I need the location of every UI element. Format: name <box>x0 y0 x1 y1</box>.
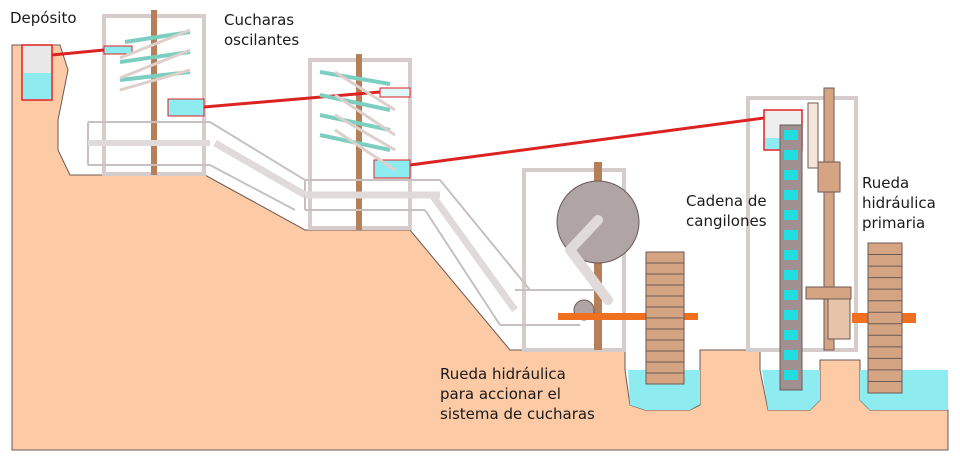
basin-2 <box>167 98 205 117</box>
pipe-3 <box>409 116 765 167</box>
label-cucharas-oscilantes: Cucharas oscilantes <box>224 11 300 49</box>
basin-3 <box>379 87 411 98</box>
axle-1 <box>558 313 698 320</box>
gear-upper <box>817 161 841 193</box>
label-rueda-accionar: Rueda hidráulica para accionar el sistem… <box>440 365 595 423</box>
primary-post <box>823 87 835 351</box>
oscillating-spoons-1 <box>119 28 191 92</box>
upper-tank-water <box>765 138 781 149</box>
pipe-2 <box>203 90 381 109</box>
frame-3 <box>522 168 626 352</box>
pipe-1 <box>51 48 105 57</box>
gear-lower-plate <box>805 286 852 300</box>
water-wheel-drive <box>645 251 685 385</box>
gear-lower <box>827 298 851 340</box>
water-wheel-primary <box>867 242 903 394</box>
oscillating-spoons-2 <box>319 70 396 172</box>
basin-1 <box>103 45 133 55</box>
label-deposito: Depósito <box>10 9 77 27</box>
rack <box>807 102 819 169</box>
label-rueda-primaria: Rueda hidráulica primaria <box>862 174 936 232</box>
label-cadena-cangilones: Cadena de cangilones <box>686 192 767 230</box>
truss-linkage <box>87 121 600 326</box>
crank-arm <box>565 215 613 305</box>
buckets <box>784 130 798 380</box>
post-1 <box>151 10 157 175</box>
reservoir-water <box>23 73 51 99</box>
